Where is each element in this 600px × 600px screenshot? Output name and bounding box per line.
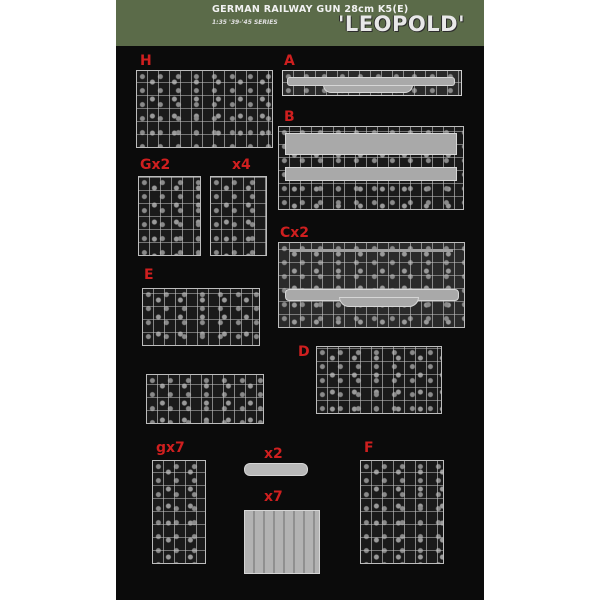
- sprue-h: [136, 70, 273, 148]
- sprue-a: [282, 70, 462, 96]
- banner-subtitle: 1:35 '39-'45 SERIES: [212, 19, 278, 26]
- sprue-small-g: [152, 460, 206, 564]
- sprue-label-x4: x4: [232, 157, 251, 173]
- sprue-label-f: F: [364, 440, 374, 456]
- sprue-c-rail: [289, 249, 453, 252]
- sprue-f: [360, 460, 444, 564]
- sprue-wheels: [210, 176, 267, 256]
- sprue-layout-board: GERMAN RAILWAY GUN 28cm K5(E) 1:35 '39-'…: [116, 0, 484, 600]
- sprue-label-a: A: [284, 53, 295, 69]
- sprue-d: [316, 346, 442, 414]
- sprue-a-girder-belly: [323, 85, 413, 93]
- title-banner: GERMAN RAILWAY GUN 28cm K5(E) 1:35 '39-'…: [116, 0, 484, 46]
- sprue-e-upper: [142, 288, 260, 346]
- sprue-g: [138, 176, 201, 256]
- sprue-label-d: D: [298, 344, 310, 360]
- sprue-label-e: E: [144, 267, 154, 283]
- sprue-label-gx7: gx7: [156, 440, 185, 456]
- sprue-e-lower: [146, 374, 264, 424]
- sprue-c-beam-belly: [339, 297, 419, 307]
- sprue-label-b: B: [284, 109, 295, 125]
- resin-part-x2: [244, 463, 308, 476]
- sprue-b-side-panel: [285, 167, 457, 181]
- banner-title: GERMAN RAILWAY GUN 28cm K5(E): [212, 4, 409, 15]
- sprue-label-h: H: [140, 53, 152, 69]
- sprue-c: [278, 242, 465, 328]
- sprue-label-x2: x2: [264, 446, 283, 462]
- sprue-label-g: Gx2: [140, 157, 171, 173]
- sprue-b-deck-plate: [285, 133, 457, 155]
- resin-part-x7: [244, 510, 320, 574]
- sprue-label-c: Cx2: [280, 225, 310, 241]
- banner-kit-name: 'LEOPOLD': [338, 12, 465, 36]
- sprue-label-x7: x7: [264, 489, 283, 505]
- sprue-b: [278, 126, 464, 210]
